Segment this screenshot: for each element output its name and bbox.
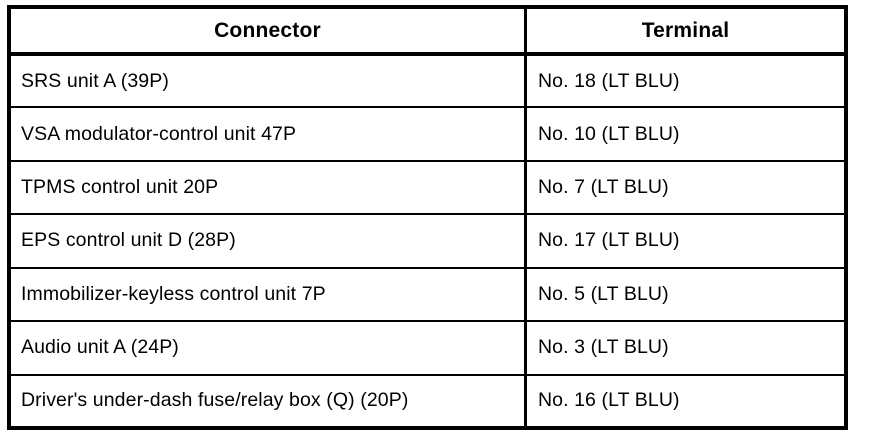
column-header-connector: Connector [9, 7, 527, 56]
table-header: Connector Terminal [9, 7, 846, 56]
column-header-terminal: Terminal [525, 7, 846, 56]
cell-connector-text: Driver's under-dash fuse/relay box (Q) (… [21, 389, 409, 412]
cell-connector: SRS unit A (39P) [9, 54, 527, 108]
cell-connector-text: VSA modulator-control unit 47P [21, 122, 297, 145]
table-row: TPMS control unit 20P No. 7 (LT BLU) [9, 159, 846, 215]
cell-terminal: No. 3 (LT BLU) [525, 320, 846, 375]
cell-terminal-text: No. 16 (LT BLU) [537, 389, 680, 412]
cell-terminal-text: No. 17 (LT BLU) [537, 229, 680, 252]
cell-terminal: No. 17 (LT BLU) [525, 213, 846, 268]
cell-terminal: No. 16 (LT BLU) [525, 373, 846, 428]
cell-terminal: No. 7 (LT BLU) [525, 159, 846, 215]
connector-terminal-table: Connector Terminal SRS unit A (39P) No. … [7, 5, 848, 430]
cell-connector: TPMS control unit 20P [9, 159, 527, 215]
table-row: SRS unit A (39P) No. 18 (LT BLU) [9, 54, 846, 108]
cell-terminal-text: No. 10 (LT BLU) [537, 122, 680, 145]
table-row: VSA modulator-control unit 47P No. 10 (L… [9, 106, 846, 161]
table-body: SRS unit A (39P) No. 18 (LT BLU) VSA mod… [9, 54, 846, 428]
table-row: Audio unit A (24P) No. 3 (LT BLU) [9, 320, 846, 375]
cell-connector: Audio unit A (24P) [9, 320, 527, 375]
cell-terminal: No. 18 (LT BLU) [525, 54, 846, 108]
table-header-row: Connector Terminal [9, 7, 846, 56]
cell-terminal-text: No. 3 (LT BLU) [537, 336, 669, 359]
table-row: Driver's under-dash fuse/relay box (Q) (… [9, 373, 846, 428]
cell-connector: EPS control unit D (28P) [9, 213, 527, 268]
cell-terminal-text: No. 7 (LT BLU) [537, 176, 669, 199]
cell-terminal: No. 5 (LT BLU) [525, 266, 846, 322]
cell-terminal-text: No. 5 (LT BLU) [537, 282, 669, 305]
cell-connector-text: Audio unit A (24P) [21, 336, 179, 359]
cell-terminal: No. 10 (LT BLU) [525, 106, 846, 161]
cell-connector-text: EPS control unit D (28P) [21, 229, 236, 252]
cell-connector: Driver's under-dash fuse/relay box (Q) (… [9, 373, 527, 428]
cell-connector-text: SRS unit A (39P) [21, 69, 169, 92]
cell-terminal-text: No. 18 (LT BLU) [537, 69, 680, 92]
table-row: EPS control unit D (28P) No. 17 (LT BLU) [9, 213, 846, 268]
column-header-connector-label: Connector [214, 18, 321, 42]
cell-connector-text: TPMS control unit 20P [21, 176, 219, 199]
cell-connector-text: Immobilizer-keyless control unit 7P [21, 282, 326, 305]
cell-connector: Immobilizer-keyless control unit 7P [9, 266, 527, 322]
column-header-terminal-label: Terminal [641, 18, 730, 42]
cell-connector: VSA modulator-control unit 47P [9, 106, 527, 161]
table-row: Immobilizer-keyless control unit 7P No. … [9, 266, 846, 322]
